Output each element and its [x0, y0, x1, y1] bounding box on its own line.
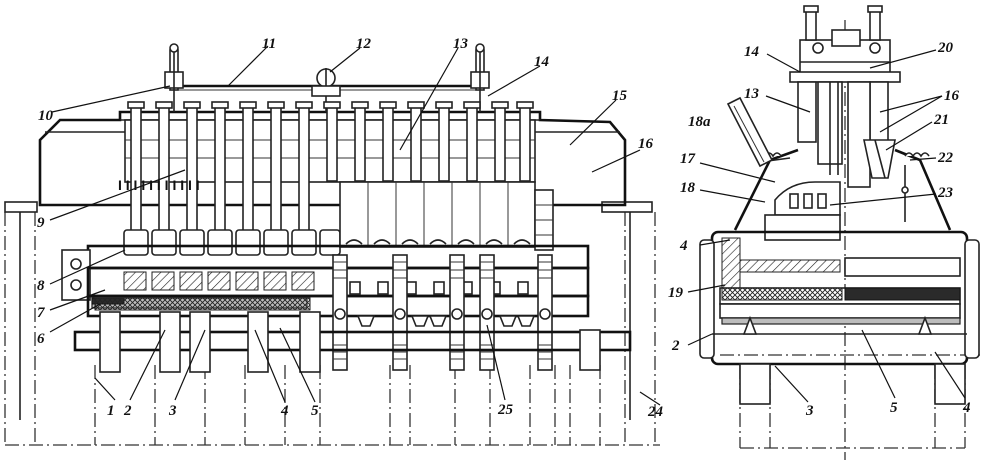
right-view — [687, 5, 980, 460]
label-24: 24 — [647, 404, 664, 420]
label-r4-bottom: 4 — [962, 400, 971, 416]
label-16: 16 — [638, 136, 654, 152]
label-r2: 2 — [671, 338, 680, 354]
label-r18a: 18a — [688, 114, 711, 130]
label-1: 1 — [107, 403, 115, 419]
label-r21: 21 — [933, 112, 949, 128]
label-15: 15 — [612, 88, 628, 104]
leader-lines-right — [687, 49, 966, 403]
hatched-cells — [94, 271, 529, 311]
label-10: 10 — [38, 108, 54, 124]
label-12: 12 — [356, 36, 372, 52]
anode-panels-right — [339, 181, 554, 251]
right-top-mechanism — [789, 5, 901, 83]
anode-blocks-left — [123, 229, 341, 256]
label-2: 2 — [123, 403, 132, 419]
collector-shoes — [356, 315, 536, 327]
label-r18: 18 — [680, 180, 696, 196]
anode-stems: I I I I I I I I I I I — [118, 101, 534, 232]
label-r3: 3 — [805, 403, 814, 419]
label-r23: 23 — [937, 185, 954, 201]
label-5: 5 — [311, 403, 319, 419]
support-columns — [332, 254, 553, 371]
label-7: 7 — [37, 305, 45, 321]
left-view: I I I I I I I I I I I — [4, 43, 661, 446]
foundation-lines — [4, 212, 660, 446]
label-14: 14 — [534, 54, 550, 70]
feeder-pipe — [726, 96, 774, 168]
right-legs — [739, 363, 966, 405]
label-4: 4 — [280, 403, 289, 419]
label-6: 6 — [37, 331, 45, 347]
label-r22: 22 — [937, 150, 954, 166]
label-r16: 16 — [944, 88, 960, 104]
label-r5: 5 — [890, 400, 898, 416]
right-central-column — [797, 81, 896, 188]
label-13: 13 — [453, 36, 469, 52]
leader-lines-left — [49, 45, 661, 406]
label-r13: 13 — [744, 86, 760, 102]
label-25: 25 — [497, 402, 514, 418]
label-r20: 20 — [937, 40, 954, 56]
label-11: 11 — [262, 36, 276, 52]
label-8: 8 — [37, 278, 45, 294]
label-9: 9 — [37, 215, 45, 231]
lifting-mechanisms — [164, 43, 490, 112]
right-pot-shell — [699, 230, 980, 366]
label-r14: 14 — [744, 44, 760, 60]
svg-text:I I I I I I I I I I I: I I I I I I I I I I I — [118, 177, 200, 193]
label-r4-top: 4 — [679, 238, 688, 254]
right-anode-block — [764, 181, 841, 241]
side-supports — [4, 201, 653, 420]
label-3: 3 — [168, 403, 177, 419]
label-r17: 17 — [680, 151, 696, 167]
label-r19: 19 — [668, 285, 684, 301]
callout-labels: 1 2 3 4 5 6 7 8 9 10 11 12 13 14 15 16 2… — [37, 36, 971, 420]
